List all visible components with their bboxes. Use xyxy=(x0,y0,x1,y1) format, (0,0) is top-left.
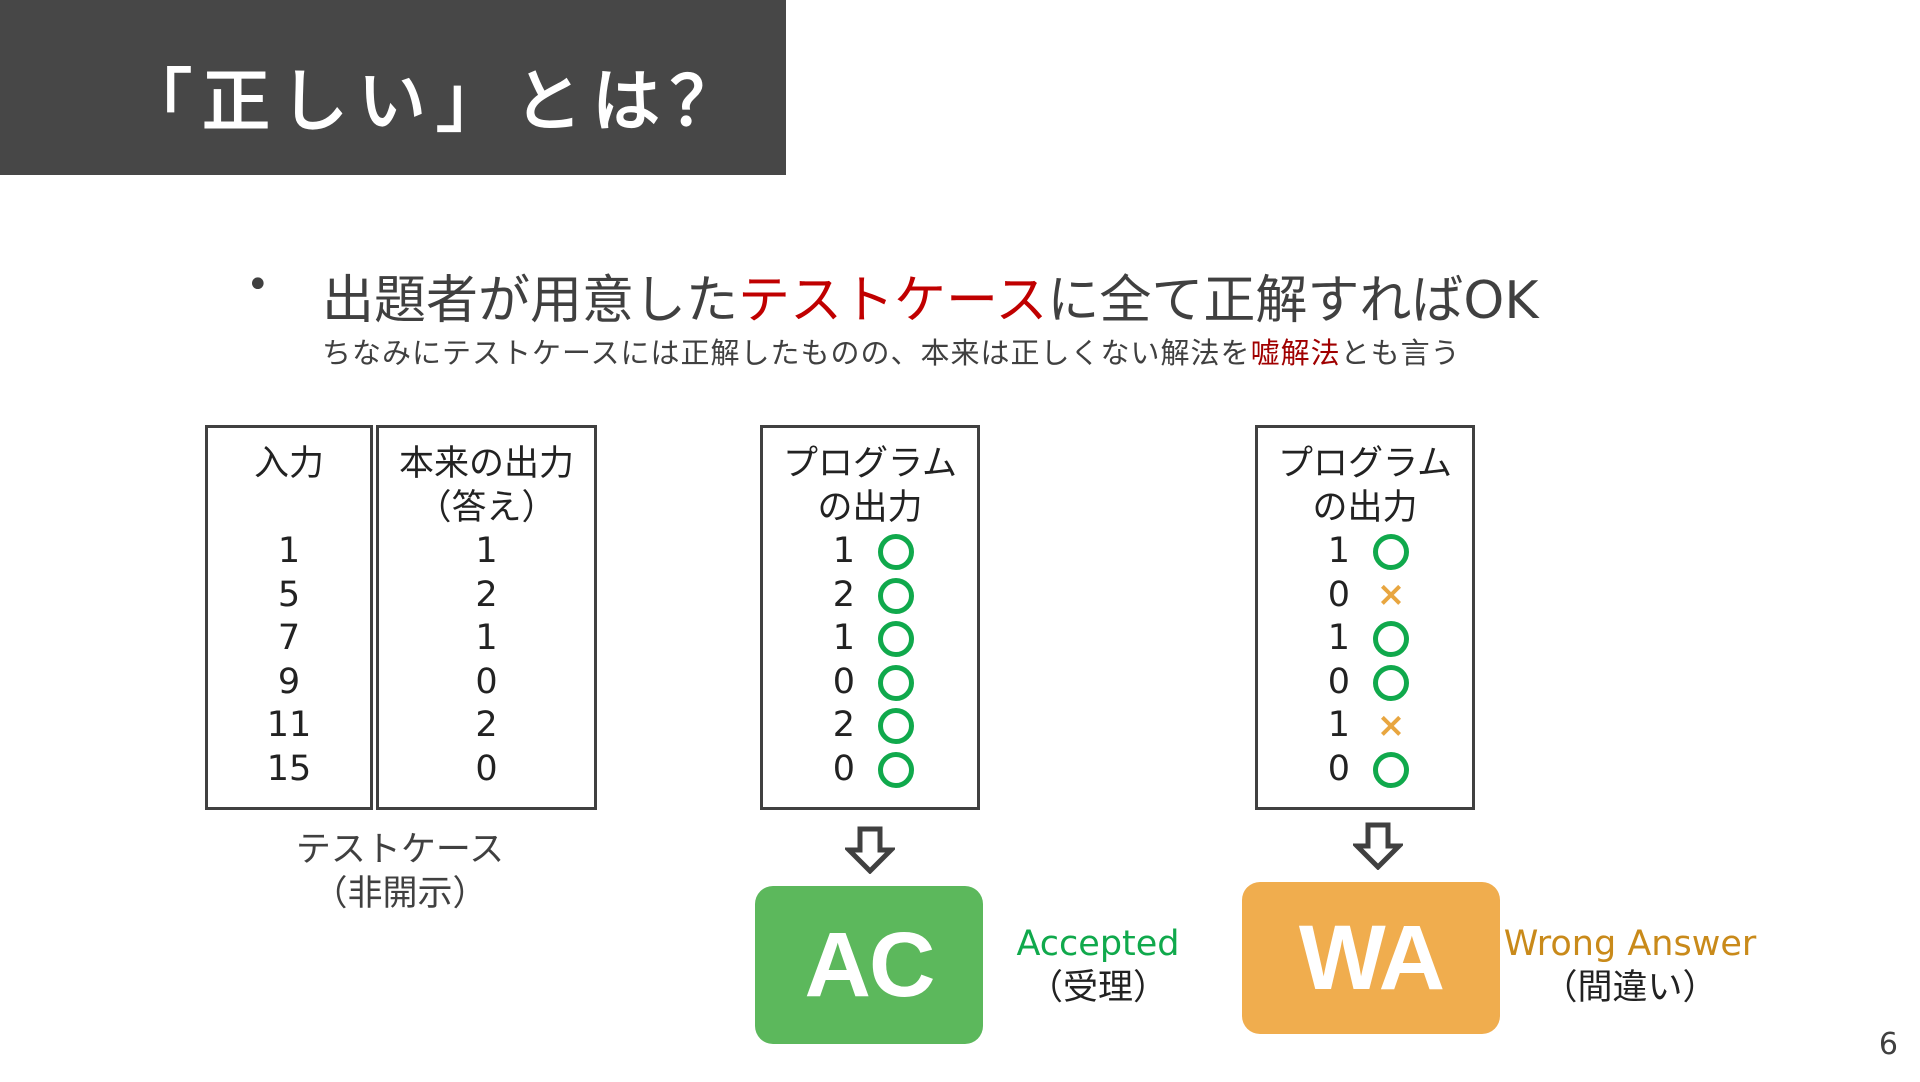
circle-icon xyxy=(877,530,915,574)
input-value: 5 xyxy=(277,574,301,615)
ac-output-value: 2 xyxy=(832,574,855,615)
cross-icon: × xyxy=(1376,705,1406,746)
ac-output-row: 2 xyxy=(763,574,977,618)
circle-icon xyxy=(877,617,915,661)
ac-output-value: 1 xyxy=(832,618,855,658)
wa-output-row: 0 xyxy=(1258,661,1472,705)
bullet-marker: • xyxy=(246,262,270,308)
ac-header-line1: プログラム xyxy=(783,444,957,484)
wa-verdict-ja: （間違い） xyxy=(1542,968,1718,1008)
wa-output-value: 0 xyxy=(1327,748,1350,789)
wa-output-row: 1 xyxy=(1258,617,1472,661)
down-arrow-icon xyxy=(845,826,895,874)
ac-verdict: Accepted （受理） xyxy=(1008,922,1188,1010)
input-value: 1 xyxy=(277,531,301,571)
ac-verdict-en: Accepted xyxy=(1016,924,1180,964)
ac-output-value: 1 xyxy=(832,531,855,571)
output-header-line1: 本来の出力 xyxy=(398,444,574,484)
wa-output-value: 1 xyxy=(1327,705,1350,745)
bullet-text: 出題者が用意したテストケースに全て正解すればOK xyxy=(322,258,1538,333)
output-header-line2: （答え） xyxy=(416,487,557,528)
ac-output-row: 0 xyxy=(763,661,977,705)
ac-output-row: 1 xyxy=(763,617,977,661)
wa-output-value: 0 xyxy=(1327,574,1350,615)
circle-icon xyxy=(1372,530,1410,574)
wa-badge: WA xyxy=(1242,882,1500,1034)
expected-output-value: 0 xyxy=(475,661,498,702)
bullet-text-after: に全て正解すればOK xyxy=(1047,271,1539,331)
input-value: 7 xyxy=(277,618,301,658)
expected-output-value: 2 xyxy=(475,574,498,615)
input-header-spacer xyxy=(208,487,370,531)
ac-badge: AC xyxy=(755,886,983,1044)
wa-output-value: 1 xyxy=(1327,618,1350,658)
wa-output-row: 0× xyxy=(1258,574,1472,618)
wa-header-line2: の出力 xyxy=(1312,487,1418,528)
subtext-after: とも言う xyxy=(1340,336,1461,370)
wa-header-line1: プログラム xyxy=(1278,444,1452,484)
bullet-text-highlight: テストケース xyxy=(738,271,1048,331)
ac-output-row: 1 xyxy=(763,530,977,574)
ac-output-row: 0 xyxy=(763,748,977,792)
subtext-before: ちなみにテストケースには正解したものの、本来は正しくない解法を xyxy=(322,336,1251,370)
ac-output-value: 2 xyxy=(832,705,855,745)
wa-verdict: Wrong Answer （間違い） xyxy=(1500,922,1760,1010)
circle-icon xyxy=(877,661,915,705)
expected-output-value: 1 xyxy=(475,531,498,571)
input-value: 11 xyxy=(266,705,312,745)
bullet-text-before: 出題者が用意した xyxy=(322,271,739,331)
wa-output-row: 1 xyxy=(1258,530,1472,574)
testcase-caption-line2: （非開示） xyxy=(312,874,488,914)
ac-output-row: 2 xyxy=(763,704,977,748)
circle-icon xyxy=(1372,748,1410,792)
ac-output-value: 0 xyxy=(832,661,855,702)
bullet-subtext: ちなみにテストケースには正解したものの、本来は正しくない解法を嘘解法とも言う xyxy=(322,330,1461,372)
ac-header-line2: の出力 xyxy=(817,487,923,528)
circle-icon xyxy=(1372,617,1410,661)
down-arrow-icon xyxy=(1353,822,1403,870)
slide-title: 「正しい」とは？ xyxy=(124,63,749,142)
title-bar: 「正しい」とは？ xyxy=(0,0,786,175)
ac-output-value: 0 xyxy=(832,748,855,789)
input-value: 9 xyxy=(277,661,301,702)
expected-output-value: 2 xyxy=(475,705,498,745)
input-header: 入力 xyxy=(253,444,324,484)
circle-icon xyxy=(877,748,915,792)
testcase-caption-line1: テストケース xyxy=(295,830,505,870)
ac-verdict-ja: （受理） xyxy=(1027,968,1168,1008)
expected-output-value: 1 xyxy=(475,618,498,658)
subtext-highlight: 嘘解法 xyxy=(1250,336,1341,370)
wa-verdict-en: Wrong Answer xyxy=(1503,924,1757,964)
circle-icon xyxy=(877,704,915,748)
circle-icon xyxy=(877,574,915,618)
wa-output-row: 0 xyxy=(1258,748,1472,792)
input-value: 15 xyxy=(266,748,312,789)
wa-output-value: 1 xyxy=(1327,531,1350,571)
expected-output-value: 0 xyxy=(475,748,498,789)
cross-icon: × xyxy=(1376,574,1406,615)
page-number: 6 xyxy=(1878,1027,1898,1062)
wa-output-value: 0 xyxy=(1327,661,1350,702)
wa-output-row: 1× xyxy=(1258,704,1472,748)
testcase-caption: テストケース （非開示） xyxy=(240,828,560,916)
circle-icon xyxy=(1372,661,1410,705)
